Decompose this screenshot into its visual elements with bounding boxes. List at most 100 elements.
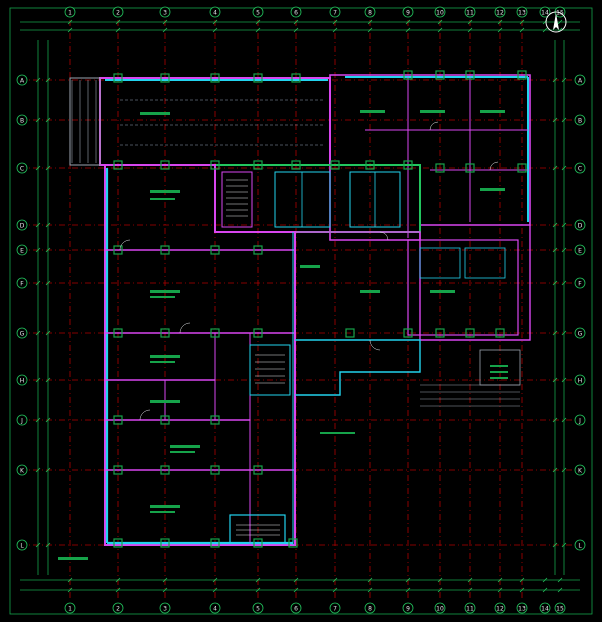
- bottom-axis-1-bubble: [64, 602, 76, 614]
- stairs: [226, 179, 285, 536]
- dimension-tick: [561, 165, 567, 171]
- column: [210, 73, 220, 83]
- column: [113, 245, 123, 255]
- dimension-tick: [467, 577, 473, 583]
- column: [465, 163, 475, 173]
- top-axis-12-label: 12: [496, 10, 504, 17]
- bottom-axis-6-label: 6: [294, 606, 298, 613]
- right-axis-J-label: J: [578, 418, 581, 425]
- bottom-axis-8-bubble: [364, 602, 376, 614]
- bottom-axis-7-bubble: [329, 602, 341, 614]
- bottom-axis-2-label: 2: [116, 606, 120, 613]
- dimension-tick: [367, 19, 373, 25]
- bottom-axis-10-bubble: [434, 602, 446, 614]
- dimension-tick: [437, 27, 443, 33]
- column: [210, 415, 220, 425]
- dimension-tick: [293, 587, 299, 593]
- column: [435, 163, 445, 173]
- bottom-axis-13-label: 13: [518, 606, 526, 613]
- right-axis-A-bubble: [574, 74, 586, 86]
- left-axis-C-label: C: [20, 166, 24, 173]
- dimension-tick: [561, 77, 567, 83]
- bottom-axis-4-label: 4: [213, 606, 217, 613]
- top-axis-7-label: 7: [333, 10, 337, 17]
- bottom-axis-11-label: 11: [466, 606, 474, 613]
- column: [113, 415, 123, 425]
- dimension-tick: [405, 27, 411, 33]
- dimension-tick: [45, 417, 51, 423]
- dimension-frame: [9, 7, 593, 615]
- left-axis-G-bubble: [16, 327, 28, 339]
- top-axis-13-bubble: [516, 6, 528, 18]
- dimension-tick: [212, 587, 218, 593]
- dimension-tick: [552, 377, 558, 383]
- dimension-tick: [162, 587, 168, 593]
- column: [160, 538, 170, 548]
- top-axis-6-bubble: [290, 6, 302, 18]
- dimension-tick: [552, 222, 558, 228]
- dimension-tick: [552, 247, 558, 253]
- dimension-tick: [67, 27, 73, 33]
- column: [253, 538, 263, 548]
- dimension-tick: [519, 27, 525, 33]
- left-axis-G-label: G: [20, 331, 25, 338]
- left-axis-L-label: L: [20, 543, 24, 550]
- top-axis-1-label: 1: [68, 10, 72, 17]
- dimension-tick: [557, 587, 563, 593]
- bottom-axis-3-label: 3: [163, 606, 167, 613]
- dimension-tick: [552, 280, 558, 286]
- dimension-tick: [45, 117, 51, 123]
- bottom-axis-13-bubble: [516, 602, 528, 614]
- dimension-tick: [67, 577, 73, 583]
- left-axis-B-bubble: [16, 114, 28, 126]
- bottom-axis-3-bubble: [159, 602, 171, 614]
- left-axis-E-label: E: [20, 248, 24, 255]
- north-arrow-icon: [545, 11, 567, 33]
- left-axis-A-bubble: [16, 74, 28, 86]
- dimension-tick: [405, 19, 411, 25]
- dimension-tick: [255, 577, 261, 583]
- dimension-tick: [561, 280, 567, 286]
- dimension-tick: [332, 587, 338, 593]
- column: [365, 160, 375, 170]
- left-axis-H-label: H: [20, 378, 25, 385]
- column: [160, 328, 170, 338]
- column: [210, 160, 220, 170]
- dimension-tick: [35, 77, 41, 83]
- dimension-tick: [35, 280, 41, 286]
- bottom-axis-6-bubble: [290, 602, 302, 614]
- dimension-tick: [115, 19, 121, 25]
- column: [210, 465, 220, 475]
- dimension-tick: [437, 587, 443, 593]
- top-axis-3-label: 3: [163, 10, 167, 17]
- dimension-tick: [162, 577, 168, 583]
- right-axis-F-label: F: [578, 281, 582, 288]
- column: [330, 160, 340, 170]
- top-axis-9-label: 9: [406, 10, 410, 17]
- top-axis-12-bubble: [494, 6, 506, 18]
- column: [160, 465, 170, 475]
- left-axis-D-bubble: [16, 219, 28, 231]
- dimension-tick: [497, 19, 503, 25]
- bottom-axis-5-label: 5: [256, 606, 260, 613]
- bottom-axis-12-label: 12: [496, 606, 504, 613]
- column: [160, 415, 170, 425]
- dimension-tick: [561, 542, 567, 548]
- dimension-tick: [332, 577, 338, 583]
- top-axis-11-label: 11: [466, 10, 474, 17]
- dimension-tick: [561, 222, 567, 228]
- column: [291, 73, 301, 83]
- left-axis-D-label: D: [20, 223, 25, 230]
- dimension-tick: [467, 19, 473, 25]
- top-axis-3-bubble: [159, 6, 171, 18]
- dimension-ticks: [35, 19, 567, 593]
- dimension-tick: [293, 27, 299, 33]
- dimension-tick: [45, 467, 51, 473]
- column: [160, 160, 170, 170]
- column: [288, 538, 298, 548]
- dimension-tick: [35, 165, 41, 171]
- column: [210, 538, 220, 548]
- dimension-tick: [552, 117, 558, 123]
